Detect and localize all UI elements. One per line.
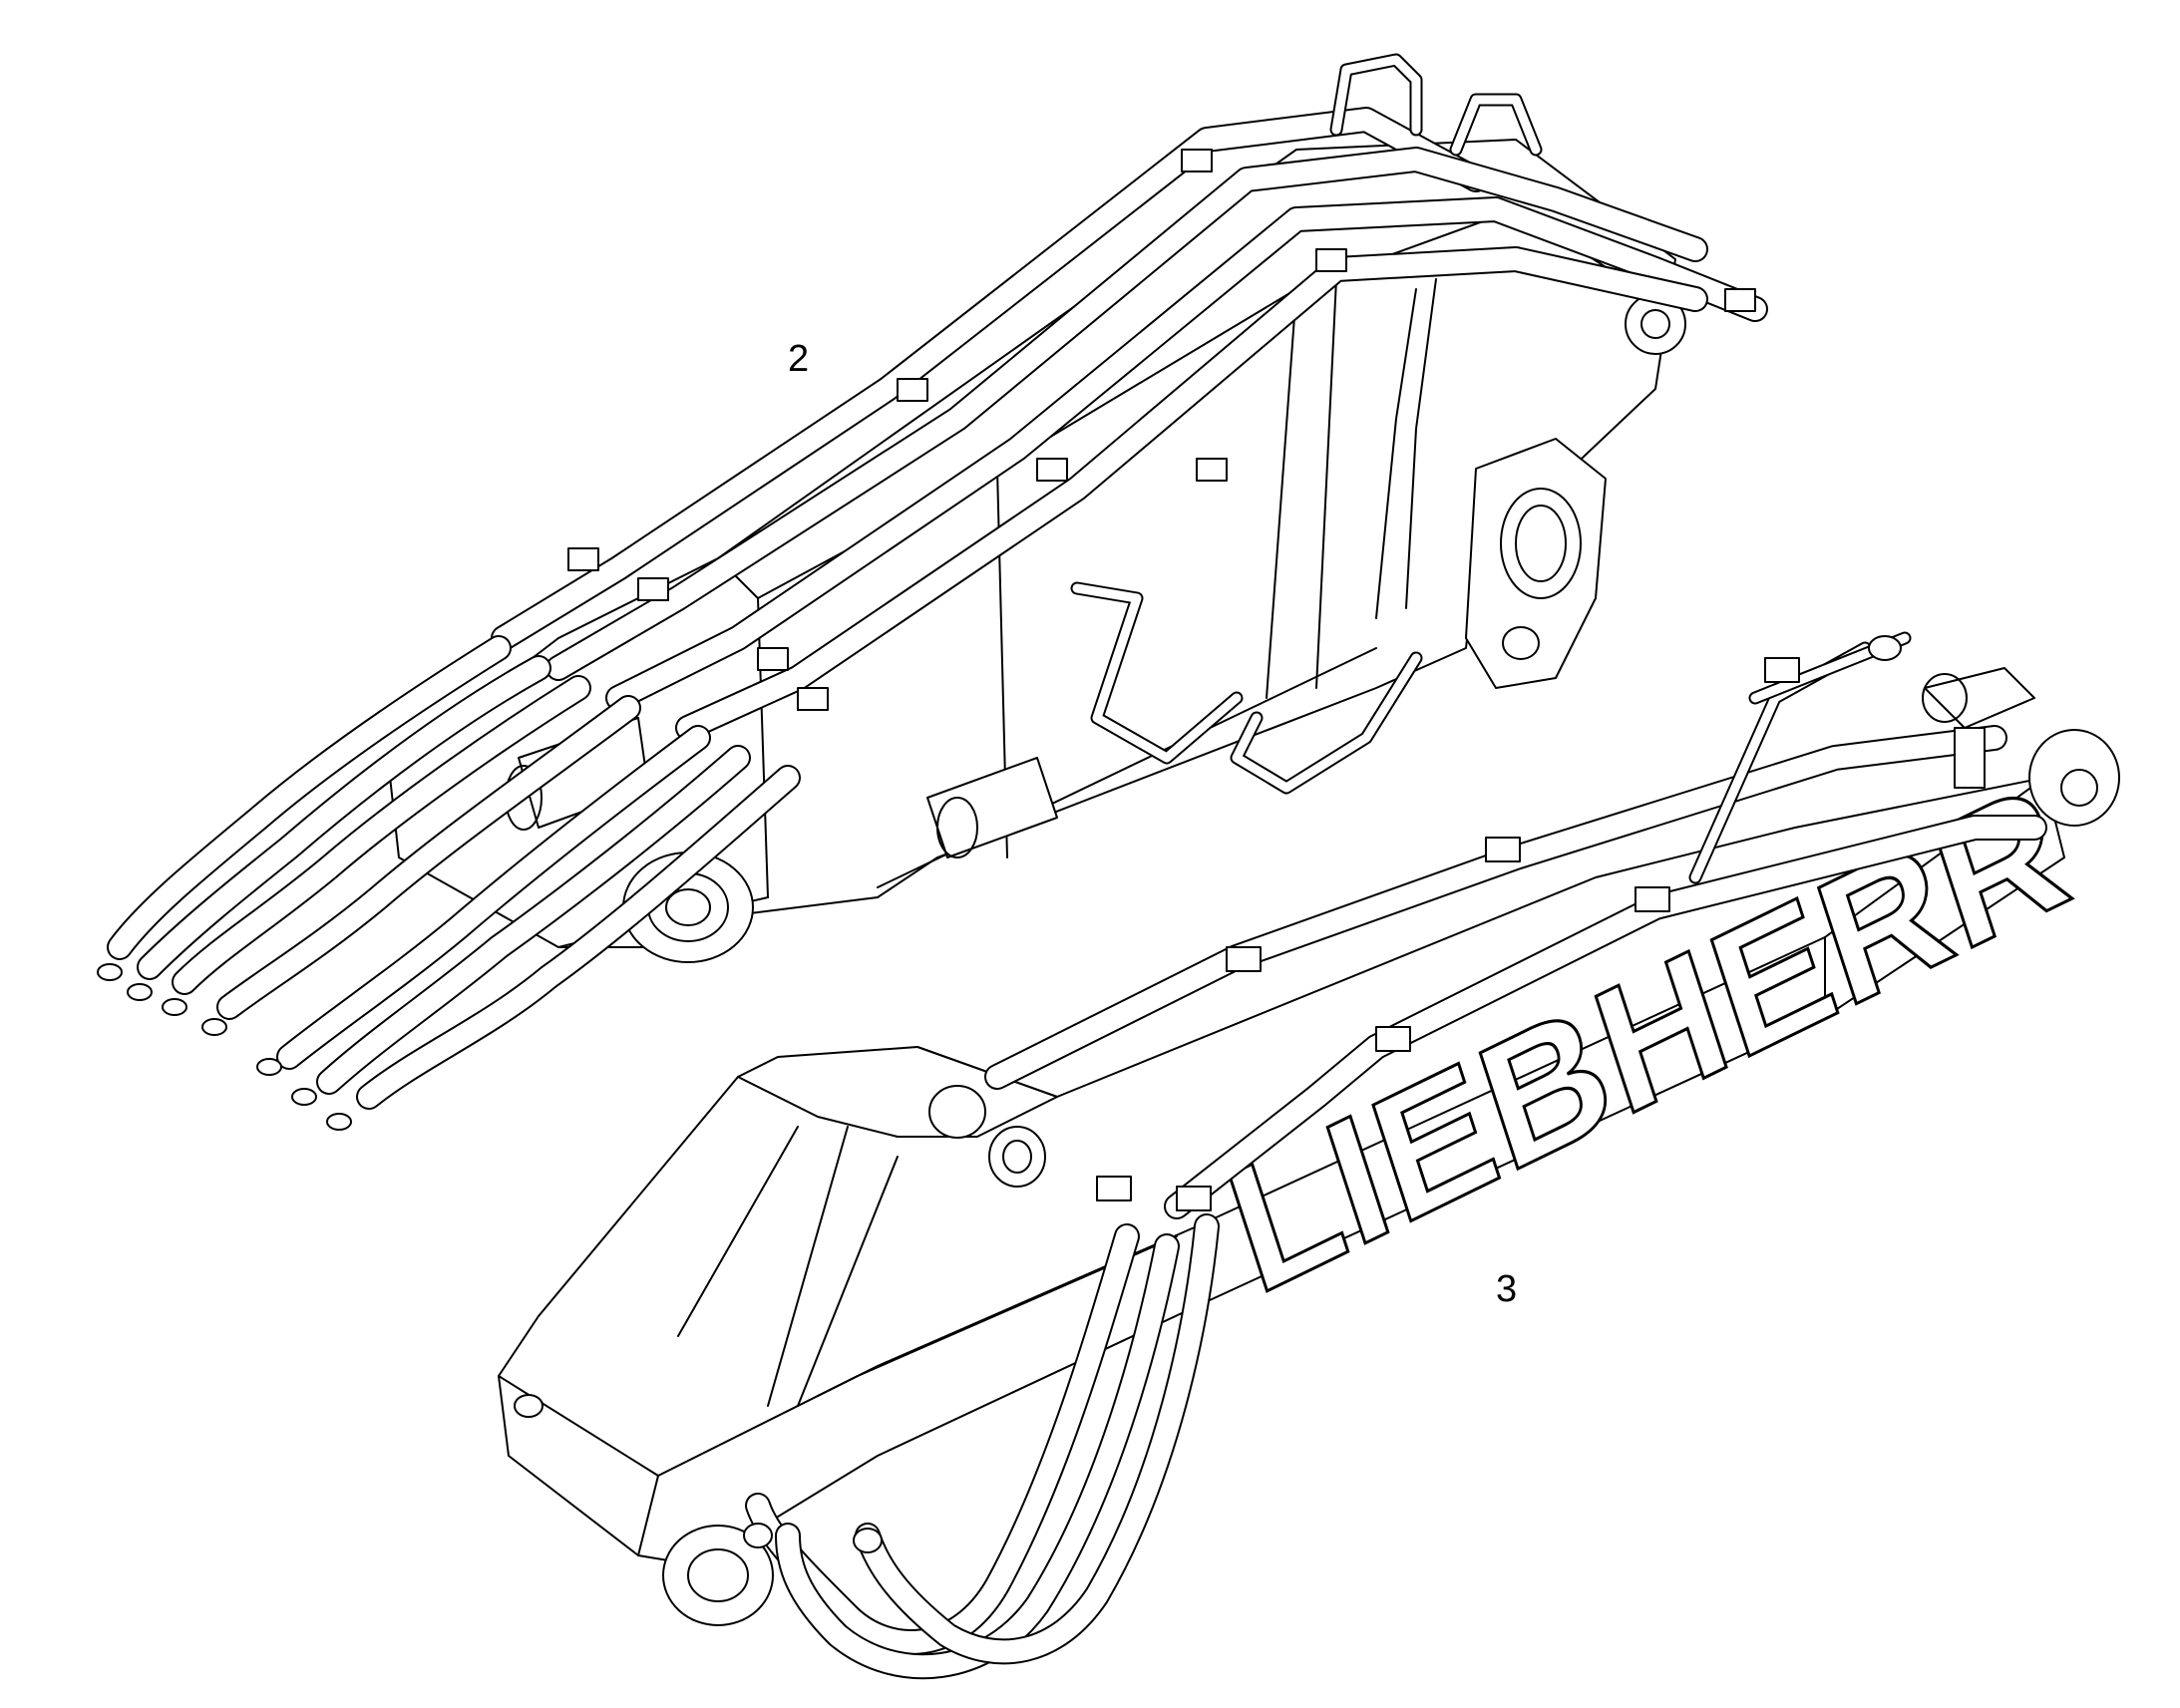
boom-body bbox=[498, 777, 2065, 1566]
hose-clamps bbox=[567, 149, 1756, 711]
callout-upper-assembly: 2 bbox=[788, 338, 809, 380]
boom-fittings bbox=[514, 635, 1986, 1553]
boom-foot-boss bbox=[662, 1525, 774, 1626]
hose-end-fittings bbox=[97, 963, 352, 1131]
callout-lower-assembly: 3 bbox=[1496, 1268, 1517, 1310]
boom-head-pivot bbox=[2028, 729, 2120, 827]
link-plate bbox=[1465, 438, 1607, 689]
stick-assembly bbox=[97, 53, 1768, 1131]
